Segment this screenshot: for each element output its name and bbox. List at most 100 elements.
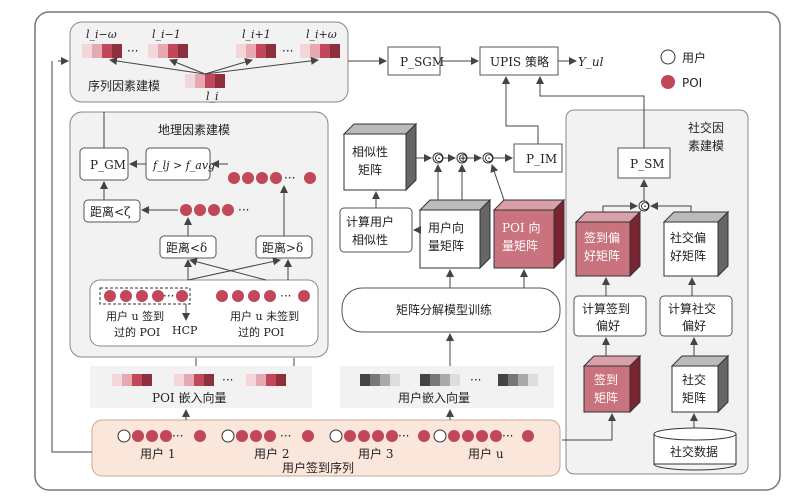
visited-dots: ··· (163, 289, 174, 303)
social-arrows (536, 76, 698, 441)
similarity-matrix-cube (342, 122, 418, 192)
user-embedding-dots: ··· (470, 373, 481, 387)
compute-similarity-label-1: 计算用户 (346, 214, 394, 229)
y-output-label: Y_ul (578, 55, 604, 69)
user-u-label: 用户 u (468, 446, 504, 461)
user-vector-matrix-label-2: 量矩阵 (428, 239, 464, 253)
visited-label-1: 用户 u 签到 (106, 309, 164, 323)
unvisited-poi-dots (216, 290, 310, 302)
unvisited-dots: ··· (280, 289, 291, 303)
seq-center-label: l_i (206, 90, 219, 103)
legend-poi-label: POI (682, 76, 702, 90)
social-pref-label-1: 社交偏 (670, 230, 706, 245)
user-2-sequence (221, 429, 314, 443)
poi-embedding-strips (112, 374, 286, 386)
similarity-matrix-label-2: 矩阵 (358, 163, 382, 177)
dist-zeta-label: 距离<ζ (90, 204, 131, 219)
geo-dots-top: ··· (284, 171, 295, 185)
user-1-sequence (117, 429, 206, 443)
upis-box (479, 46, 559, 76)
op-dot-1: ⊙ (434, 151, 444, 165)
legend-user-label: 用户 (682, 50, 706, 65)
poi-vector-matrix-label-2: 量矩阵 (502, 239, 538, 253)
social-data-label: 社交数据 (670, 444, 718, 459)
social-matrix-label-1: 社交 (682, 372, 706, 387)
checkin-pref-matrix-cube (574, 210, 642, 278)
compute-checkin-pref-label-1: 计算签到 (582, 301, 630, 316)
social-pref-matrix-cube (662, 210, 730, 278)
upis-label: UPIS 策略 (490, 54, 549, 69)
checkin-matrix-label-2: 矩阵 (594, 391, 618, 405)
social-matrix-cube (670, 354, 730, 414)
p-sgm-label: P_SGM (400, 55, 444, 69)
seq-label-left-1: l_i−1 (152, 28, 181, 41)
user-embedding-label: 用户嵌入向量 (398, 390, 470, 405)
seq-embedding-right-2 (300, 44, 340, 58)
favg-label: f_lj > f_avg (152, 159, 215, 172)
checkin-pref-label-1: 签到偏 (584, 230, 620, 245)
checkin-sequence-title: 用户签到序列 (282, 460, 354, 475)
social-module-title-2: 素建模 (688, 139, 724, 153)
compute-social-pref-label-2: 偏好 (682, 318, 706, 333)
legend-poi-icon (661, 75, 675, 89)
user-u-dots: ··· (502, 429, 513, 443)
user-vector-matrix-cube (418, 198, 492, 270)
hcp-label: HCP (172, 324, 198, 337)
seq-label-right-omega: l_i+ω (306, 28, 337, 41)
social-matrix-label-2: 矩阵 (682, 391, 706, 405)
bottom-arrows (51, 61, 454, 453)
user-vector-matrix-label-1: 用户向 (428, 220, 464, 235)
user-embedding-strips (360, 374, 538, 386)
seq-arrows (109, 56, 319, 75)
poi-vector-matrix-cube (492, 198, 566, 270)
op-dot-social: ⊙ (640, 199, 650, 213)
unvisited-label-1: 用户 u 未签到 (230, 309, 299, 323)
poi-vector-matrix-label-1: POI 向 (502, 220, 540, 235)
poi-embedding-panel (90, 366, 312, 408)
seq-embedding-left-2 (148, 44, 188, 58)
compute-checkin-pref-box (573, 295, 647, 337)
seq-label-left-omega: l_i−ω (86, 28, 117, 41)
user-2-dots: ··· (280, 429, 291, 443)
user-1-label: 用户 1 (140, 446, 175, 461)
geo-arrows (58, 57, 292, 321)
p-im-label: P_IM (526, 152, 557, 166)
seq-embedding-left-1 (82, 44, 122, 58)
user-1-dots: ··· (172, 429, 183, 443)
legend-user-icon (660, 49, 676, 65)
middle-arrows (293, 76, 539, 390)
poi-embedding-dots: ··· (222, 373, 233, 387)
checkin-matrix-label-1: 签到 (594, 372, 618, 387)
geo-module-title: 地理因素建模 (158, 123, 230, 137)
seq-center-embedding (185, 74, 225, 88)
user-3-sequence (329, 429, 430, 443)
geo-poi-row-top (228, 172, 316, 184)
hcp-selection (99, 287, 191, 305)
social-pref-label-2: 好矩阵 (670, 249, 706, 263)
op-plus: ⊕ (458, 151, 468, 165)
checkin-pref-label-2: 好矩阵 (584, 249, 620, 263)
seq-embedding-right-1 (236, 44, 276, 58)
sequence-module-title: 序列因素建模 (88, 78, 160, 93)
compute-checkin-pref-label-2: 偏好 (596, 318, 620, 333)
compute-similarity-label-2: 相似性 (352, 233, 388, 247)
dist-lt-delta-label: 距离<δ (166, 240, 207, 255)
user-3-dots: ··· (398, 429, 409, 443)
seq-dots-right: ··· (282, 44, 293, 58)
unvisited-label-2: 过的 POI (238, 325, 284, 339)
p-sm-label: P_SM (630, 157, 665, 171)
similarity-matrix-label-1: 相似性 (352, 145, 388, 159)
op-dot-2: ⊙ (484, 151, 494, 165)
social-module-title-1: 社交因 (688, 120, 724, 135)
seq-dots-left: ··· (127, 44, 138, 58)
visited-label-2: 过的 POI (114, 325, 160, 339)
poi-embedding-label: POI 嵌入向量 (152, 390, 226, 405)
user-2-label: 用户 2 (254, 446, 289, 461)
dist-gt-delta-label: 距离>δ (262, 240, 303, 255)
checkin-matrix-cube (582, 354, 642, 414)
dist-zeta-box (83, 199, 141, 223)
compute-social-pref-box (659, 295, 733, 337)
user-3-label: 用户 3 (358, 446, 393, 461)
